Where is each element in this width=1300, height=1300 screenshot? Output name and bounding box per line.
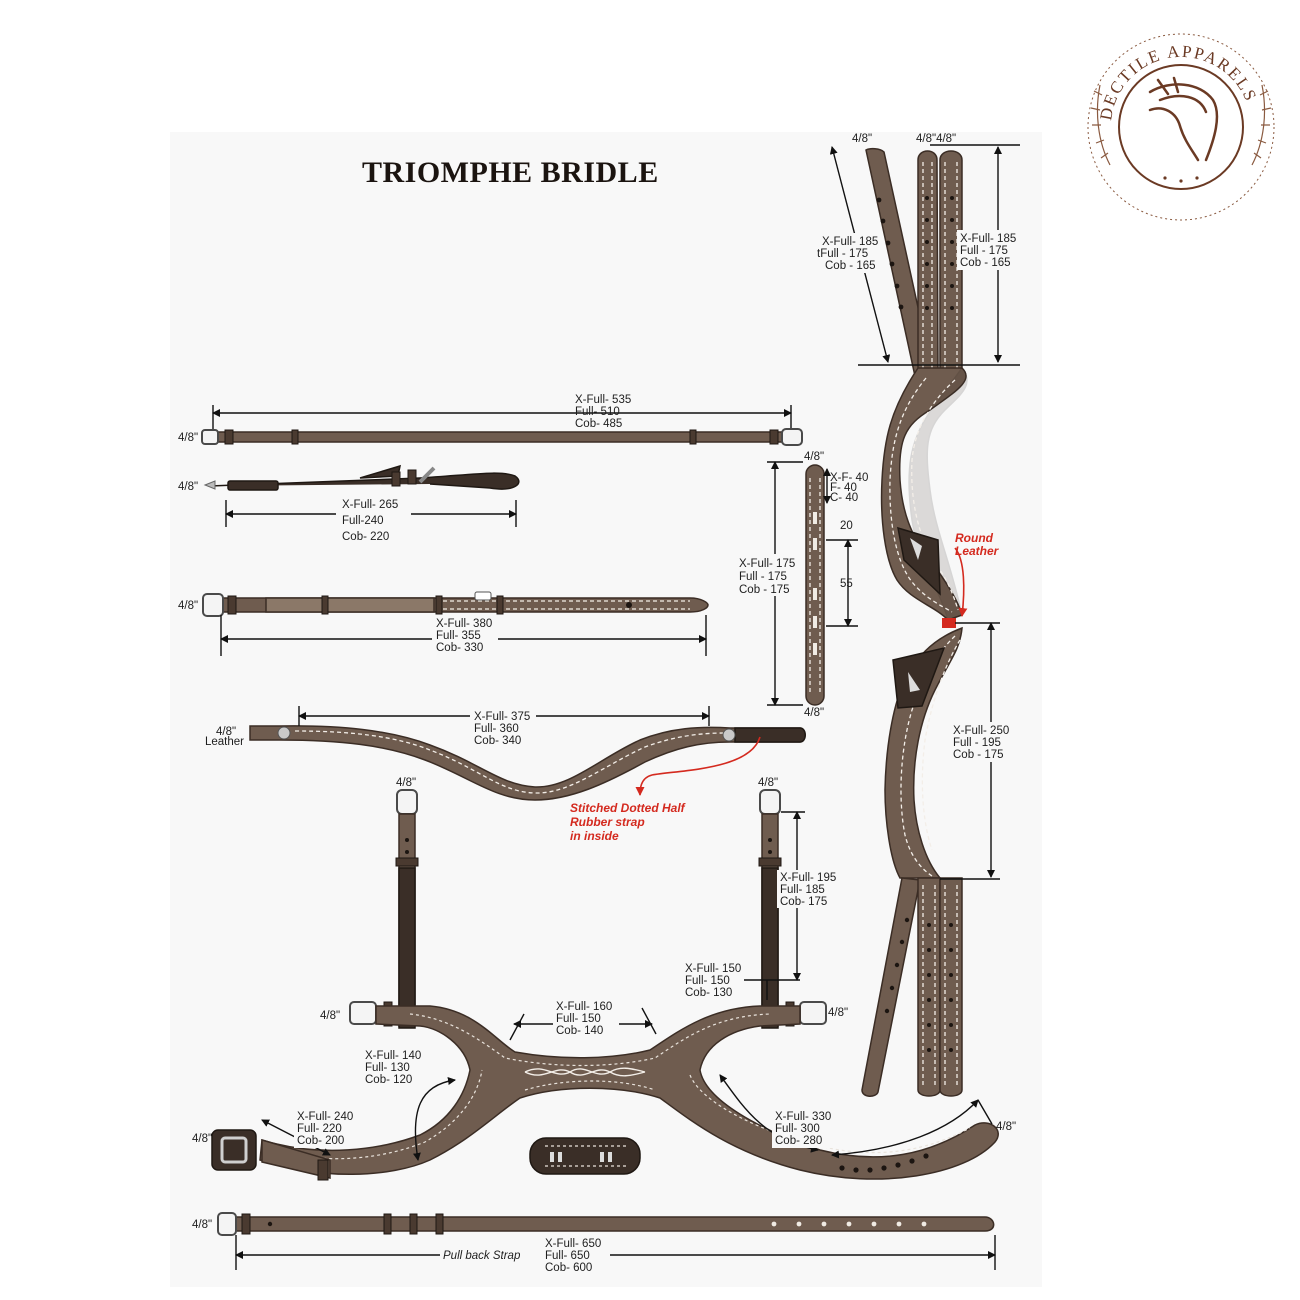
size-full: Full- 360 xyxy=(474,723,519,735)
end-size-f: F- 40 xyxy=(830,482,857,494)
size-cob: Cob- 120 xyxy=(365,1074,412,1086)
flash-strap: 4/8" X-Full- 265 Full-240 Cob- 220 xyxy=(178,464,520,543)
strap-body xyxy=(209,472,520,490)
size-xfull: X-Full- 330 xyxy=(775,1111,831,1123)
annotation-note: Leather xyxy=(955,544,1000,558)
width-label-right-top: 4/8" xyxy=(758,777,778,789)
brand-logo: DECTILE APPARELS xyxy=(1087,33,1275,221)
size-xfull: X-Full- 195 xyxy=(780,872,836,884)
width-label: 4/8" xyxy=(192,1219,212,1231)
size-full: Full- 650 xyxy=(545,1250,590,1262)
width-label-left-end: 4/8" xyxy=(192,1133,212,1145)
size-cob: Cob- 600 xyxy=(545,1262,592,1274)
size-xfull: X-Full- 185 xyxy=(822,236,878,248)
size-cob: Cob- 140 xyxy=(556,1025,603,1037)
throatlatch-strap: 4/8" X-Full- 535 Full- 510 Cob- 485 xyxy=(178,394,803,446)
vertical-keeper-strap: 4/8" 4/8" X-F- 40 F- 40 C- 40 20 55 X-Fu… xyxy=(737,451,868,719)
annotation-note: in inside xyxy=(570,829,619,843)
width-label-right: 4/8"4/8" xyxy=(916,133,956,145)
size-full: Full- 355 xyxy=(436,630,481,642)
width-label-left: 4/8" xyxy=(852,133,872,145)
annotation-note: Rubber strap xyxy=(570,815,645,829)
buckle-icon xyxy=(201,429,219,445)
horse-head-icon xyxy=(1148,76,1219,162)
end-size-c: C- 40 xyxy=(830,492,858,504)
headpiece: 4/8" 4/8"4/8" X-Full- 185 tFull - 175 Co… xyxy=(817,133,1021,1097)
end-size-xf: X-F- 40 xyxy=(830,472,868,484)
size-full: Full- 300 xyxy=(775,1123,820,1135)
size-cob: Cob - 175 xyxy=(953,749,1004,761)
size-xfull: X-Full- 150 xyxy=(685,963,741,975)
width-label: 4/8" xyxy=(178,600,198,612)
strap-body xyxy=(805,464,825,706)
size-cob: Cob- 340 xyxy=(474,735,521,747)
size-xfull: X-Full- 140 xyxy=(365,1050,421,1062)
strap-body xyxy=(229,1216,995,1232)
browband: 4/8" Leather X-Full- 375 Full- 360 Cob- … xyxy=(205,706,806,843)
size-xfull: X-Full- 185 xyxy=(960,233,1016,245)
size-full: Full- 150 xyxy=(685,975,730,987)
size-xfull: X-Full- 175 xyxy=(739,558,795,570)
size-full: Full- 185 xyxy=(780,884,825,896)
width-label-left-top: 4/8" xyxy=(396,777,416,789)
cheek-strap: 4/8" X-Full- 380 Full- 355 Cob- 330 xyxy=(178,591,709,656)
size-full: Full- 130 xyxy=(365,1062,410,1074)
size-full: Full - 175 xyxy=(960,245,1008,257)
pull-back-strap: 4/8" Pull back Strap X-Full- 650 Full- 6… xyxy=(192,1212,996,1274)
width-label-right-side: 4/8" xyxy=(828,1007,848,1019)
size-xfull: X-Full- 160 xyxy=(556,1001,612,1013)
size-xfull: X-Full- 265 xyxy=(342,499,398,511)
annotation-note: Stitched Dotted Half xyxy=(570,801,686,815)
size-full: Full- 220 xyxy=(297,1123,342,1135)
strap-name: Pull back Strap xyxy=(443,1250,521,1262)
size-full: Full- 510 xyxy=(575,406,620,418)
slot-label: 55 xyxy=(840,578,853,590)
size-cob: Cob- 130 xyxy=(685,987,732,999)
size-cob: Cob - 165 xyxy=(825,260,876,272)
buckle-icon xyxy=(349,1001,377,1025)
size-xfull: X-Full- 250 xyxy=(953,725,1009,737)
width-label-top: 4/8" xyxy=(804,451,824,463)
width-label-bottom: 4/8" xyxy=(804,707,824,719)
size-full: Full - 195 xyxy=(953,737,1001,749)
material-label: Leather xyxy=(205,736,244,748)
size-xfull: X-Full- 535 xyxy=(575,394,631,406)
width-label: 4/8" xyxy=(178,432,198,444)
size-xfull: X-Full- 375 xyxy=(474,711,530,723)
size-xfull: X-Full- 240 xyxy=(297,1111,353,1123)
buckle-icon xyxy=(759,789,781,815)
size-cob: Cob- 175 xyxy=(780,896,827,908)
buckle-icon xyxy=(211,1129,257,1171)
buckle-icon xyxy=(781,428,803,446)
width-label: 4/8" xyxy=(216,726,236,738)
buckle-icon xyxy=(202,593,224,617)
width-label: 4/8" xyxy=(178,481,198,493)
size-cob: Cob- 200 xyxy=(297,1135,344,1147)
size-cob: Cob - 165 xyxy=(960,257,1011,269)
buckle-icon xyxy=(396,789,418,815)
size-cob: Cob- 485 xyxy=(575,418,622,430)
buckle-icon xyxy=(799,1001,827,1025)
buckle-icon xyxy=(217,1212,237,1236)
size-full: Full-240 xyxy=(342,515,384,527)
annotation-note: Round xyxy=(955,531,994,545)
size-cob: Cob- 330 xyxy=(436,642,483,654)
size-cob: Cob- 220 xyxy=(342,531,389,543)
gap-label: 20 xyxy=(840,520,853,532)
size-cob: Cob- 280 xyxy=(775,1135,822,1147)
size-full: Full - 175 xyxy=(739,571,787,583)
size-xfull: X-Full- 380 xyxy=(436,618,492,630)
noseband: 4/8" 4/8" 4/8" 4/8" 4/8" 4/8" X-Full- 19… xyxy=(192,777,1016,1181)
page-title: TRIOMPHE BRIDLE xyxy=(362,156,659,189)
size-full: tFull - 175 xyxy=(817,248,868,260)
width-label-right-end: 4/8" xyxy=(996,1121,1016,1133)
size-xfull: X-Full- 650 xyxy=(545,1238,601,1250)
size-cob: Cob - 175 xyxy=(739,584,790,596)
width-label-left-side: 4/8" xyxy=(320,1010,340,1022)
strap-body xyxy=(213,431,803,443)
size-full: Full- 150 xyxy=(556,1013,601,1025)
